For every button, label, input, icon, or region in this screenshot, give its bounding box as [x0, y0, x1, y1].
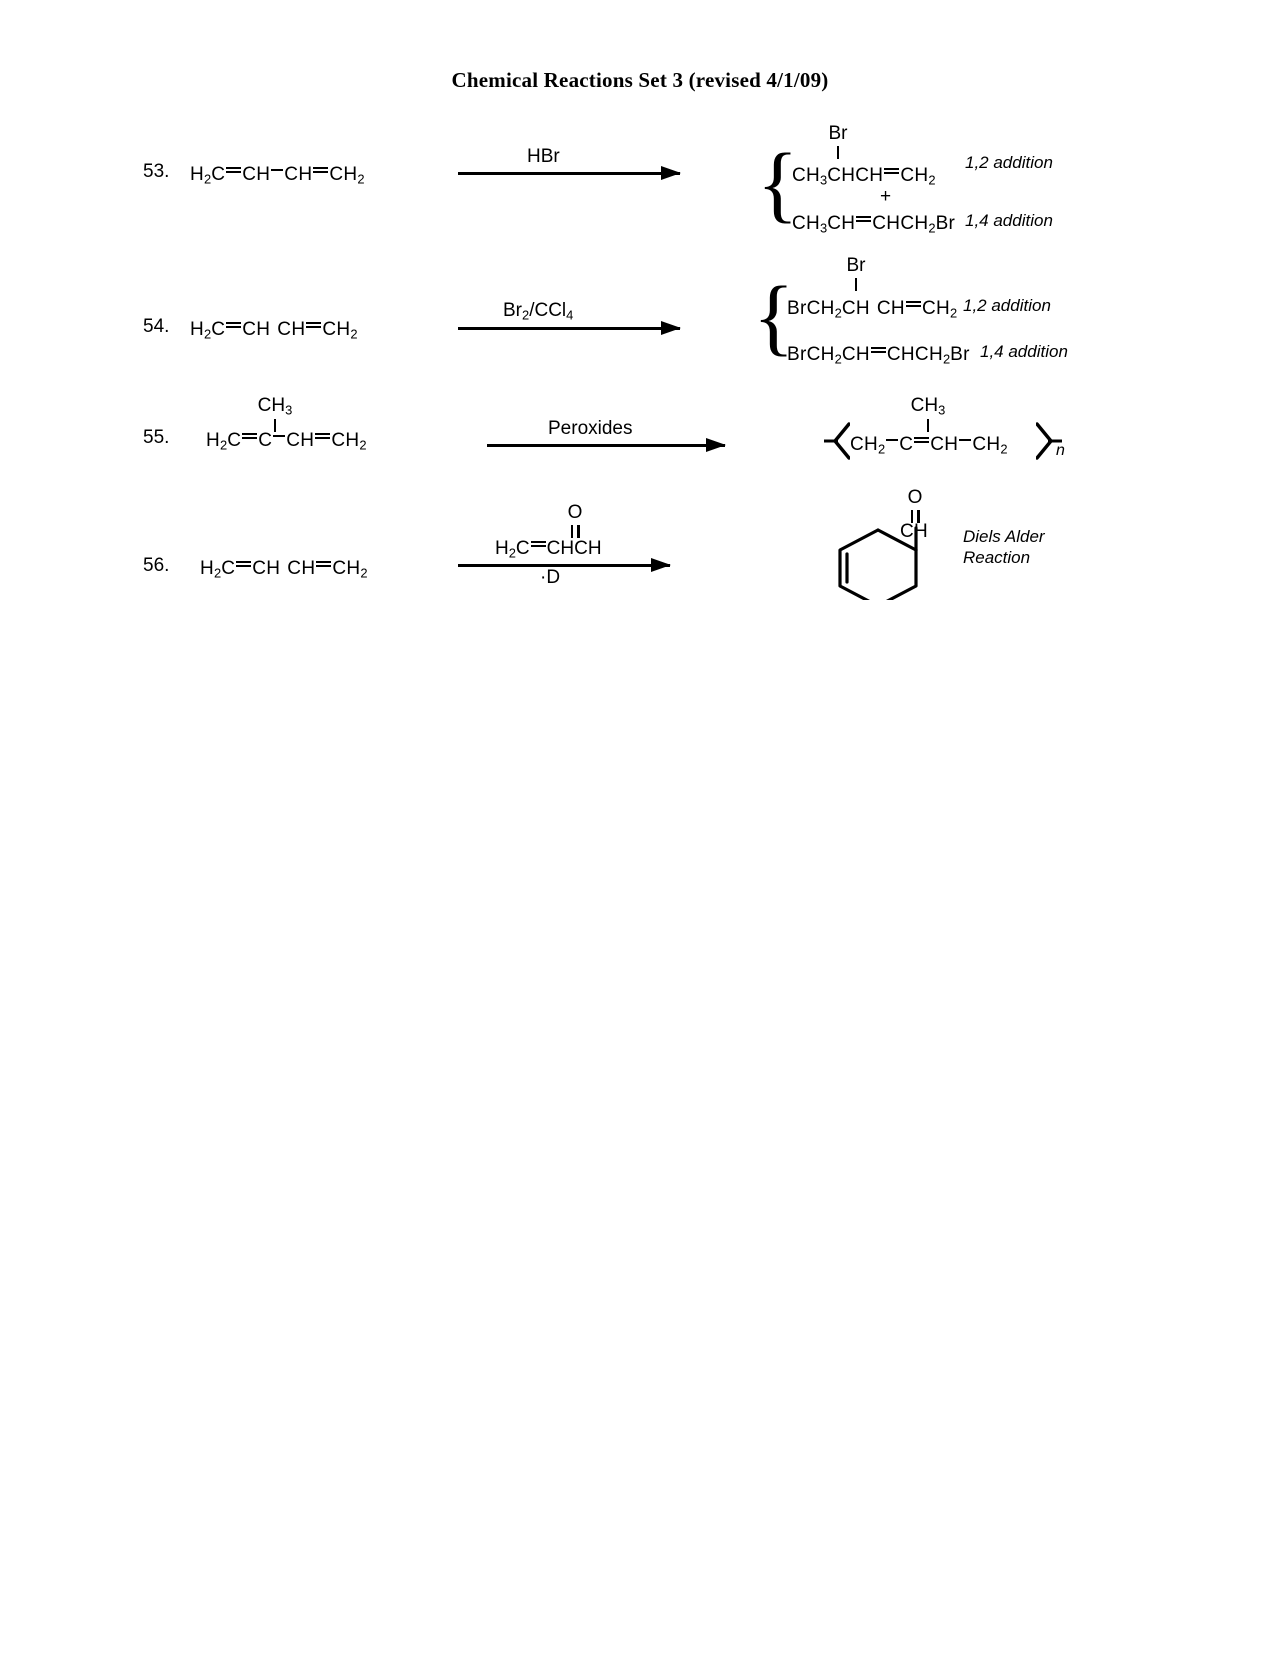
double-bond-icon	[315, 555, 332, 574]
reaction-note-56-line2: Reaction	[963, 548, 1031, 567]
double-bond-icon	[225, 161, 242, 180]
product-label-53-b: 1,4 addition	[965, 211, 1053, 230]
double-bond-icon	[235, 555, 252, 574]
double-bond-icon	[905, 295, 922, 314]
double-bond-icon	[530, 535, 547, 554]
double-bond-icon	[870, 341, 887, 360]
reaction-number-55: 55.	[143, 427, 170, 448]
reaction-note-56-line1: Diels Alder	[963, 527, 1045, 546]
reaction-arrow-54	[458, 321, 681, 335]
arrow-head-icon	[661, 166, 681, 180]
vertical-bond-icon	[926, 418, 930, 432]
arrow-head-icon	[706, 438, 726, 452]
product-label-53-a: 1,2 addition	[965, 153, 1053, 172]
substituent-label: Br	[846, 255, 866, 276]
plus-sign-53: +	[880, 186, 892, 207]
reaction-number-53: 53.	[143, 161, 170, 182]
arrow-shaft	[458, 564, 670, 567]
arrow-shaft	[458, 327, 680, 330]
product-brace-54: {	[753, 268, 795, 364]
substituent-label: CH3	[910, 395, 946, 418]
reagent-label-55: Peroxides	[548, 418, 633, 439]
reaction-number-54: 54.	[143, 316, 170, 337]
product-label-54-b: 1,4 addition	[980, 342, 1068, 361]
single-bond-icon	[272, 427, 286, 446]
arrow-head-icon	[661, 321, 681, 335]
reaction-arrow-55	[487, 438, 726, 452]
single-bond-icon	[270, 161, 284, 180]
product-brace-53: {	[757, 135, 799, 231]
reaction-arrow-56	[458, 558, 671, 572]
double-bond-icon	[314, 427, 331, 446]
cyclohexene-ring-structure	[832, 522, 924, 600]
double-bond-icon	[855, 210, 872, 229]
substituent-o-56-product: O	[895, 487, 935, 523]
substituent-label: Br	[828, 123, 848, 144]
substituent-ch3-55-product: CH3	[893, 395, 963, 432]
substituent-label: O	[567, 502, 583, 523]
substituent-ch3-55: CH3	[240, 395, 310, 432]
vertical-bond-icon	[273, 418, 277, 432]
product-cho-label-56: CH	[900, 521, 929, 542]
reagent-label-53: HBr	[527, 146, 560, 167]
substituent-label: CH3	[257, 395, 293, 418]
product-label-54-a: 1,2 addition	[963, 296, 1051, 315]
vertical-double-bond-icon	[569, 525, 582, 538]
arrow-shaft	[458, 172, 680, 175]
substituent-br-53: Br	[808, 123, 868, 159]
substituent-o-56-reagent: O	[555, 502, 595, 538]
reagent-heat-label-56: ·D	[540, 567, 561, 588]
polymer-subscript-n: n	[1056, 442, 1065, 459]
arrow-head-icon	[651, 558, 671, 572]
polymer-bracket-right-icon	[1036, 420, 1062, 462]
double-bond-icon	[883, 162, 900, 181]
page-title: Chemical Reactions Set 3 (revised 4/1/09…	[451, 68, 829, 92]
double-bond-icon	[913, 431, 930, 450]
reagent-label-54: Br2/CCl4	[503, 300, 574, 323]
vertical-bond-icon	[836, 146, 840, 159]
double-bond-icon	[225, 316, 242, 335]
double-bond-icon	[312, 161, 329, 180]
reaction-arrow-53	[458, 166, 681, 180]
single-bond-icon	[885, 431, 899, 450]
double-bond-icon	[241, 427, 258, 446]
reactant-53-text: H2C	[190, 164, 226, 187]
double-bond-icon	[305, 316, 322, 335]
single-bond-icon	[958, 431, 972, 450]
vertical-bond-icon	[854, 278, 858, 291]
arrow-shaft	[487, 444, 725, 447]
substituent-label: O	[907, 487, 923, 508]
polymer-bracket-left-icon	[824, 420, 850, 462]
reaction-number-56: 56.	[143, 555, 170, 576]
vertical-double-bond-icon	[909, 510, 922, 523]
substituent-br-54: Br	[826, 255, 886, 291]
